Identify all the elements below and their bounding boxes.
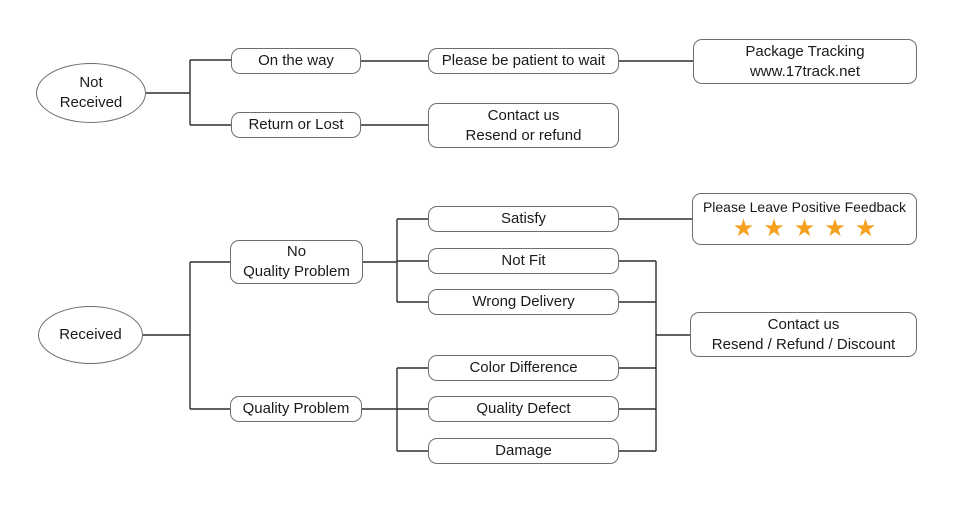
- node-wrong-delivery: Wrong Delivery: [428, 289, 619, 315]
- node-no-quality-problem: No Quality Problem: [230, 240, 363, 284]
- node-quality-problem: Quality Problem: [230, 396, 362, 422]
- no-quality-problem-connectors: [363, 218, 428, 303]
- node-damage: Damage: [428, 438, 619, 464]
- node-quality-defect: Quality Defect: [428, 396, 619, 422]
- node-received: Received: [38, 306, 143, 364]
- outcome-connectors: [619, 218, 692, 452]
- node-return-or-lost: Return or Lost: [231, 112, 361, 138]
- quality-problem-connectors: [362, 367, 428, 452]
- node-package-tracking: Package Tracking www.17track.net: [693, 39, 917, 84]
- node-satisfy: Satisfy: [428, 206, 619, 232]
- node-color-difference: Color Difference: [428, 355, 619, 381]
- five-star-rating-icon: ★★★★★: [732, 215, 886, 242]
- node-on-the-way: On the way: [231, 48, 361, 74]
- not-received-connectors: [146, 59, 693, 126]
- node-not-fit: Not Fit: [428, 248, 619, 274]
- positive-feedback-label: Please Leave Positive Feedback: [702, 199, 907, 215]
- node-contact-resend-refund: Contact us Resend or refund: [428, 103, 619, 148]
- node-not-received: Not Received: [36, 63, 146, 123]
- node-positive-feedback: Please Leave Positive Feedback ★★★★★: [692, 193, 917, 245]
- received-connectors: [142, 261, 230, 410]
- node-please-be-patient: Please be patient to wait: [428, 48, 619, 74]
- node-contact-resend-refund-discount: Contact us Resend / Refund / Discount: [690, 312, 917, 357]
